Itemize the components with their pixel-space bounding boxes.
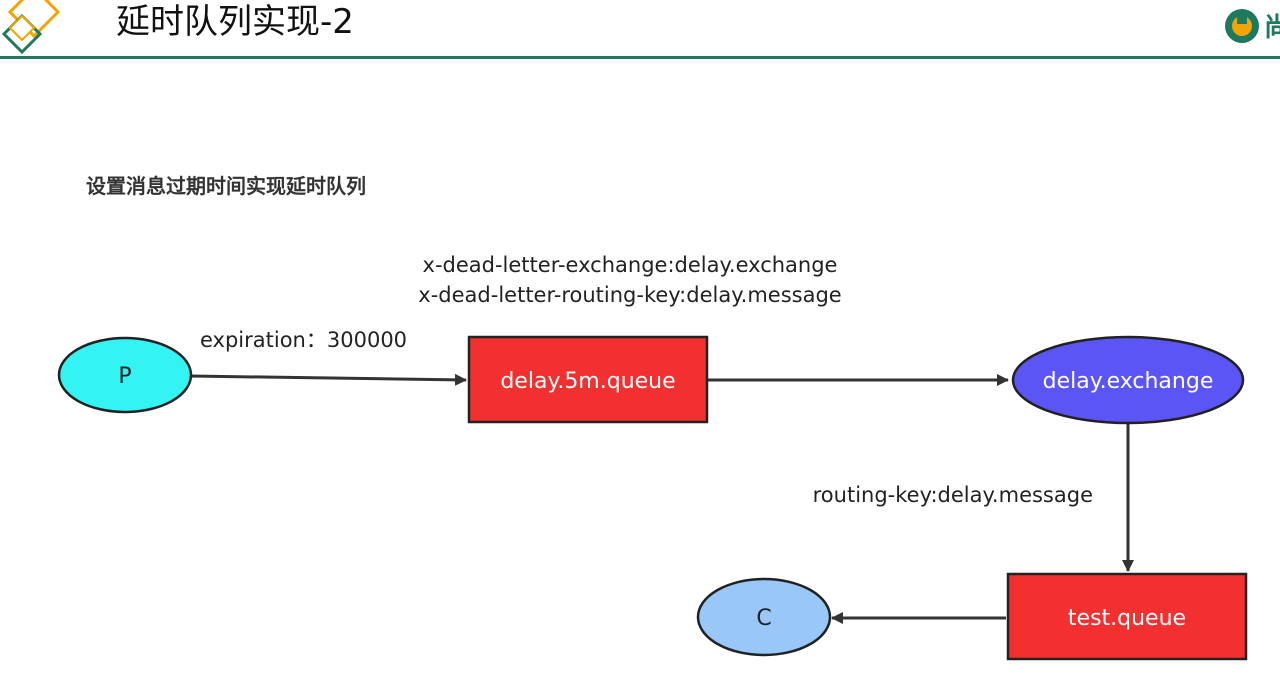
test-queue-label: test.queue: [1068, 606, 1186, 631]
diagram-title: 设置消息过期时间实现延时队列: [86, 174, 366, 198]
expiration-edge-label: expiration：300000: [200, 328, 407, 352]
dead-letter-routing-key-label: x-dead-letter-routing-key:delay.message: [418, 283, 841, 307]
dead-letter-exchange-label: x-dead-letter-exchange:delay.exchange: [423, 253, 838, 277]
consumer-label: C: [756, 606, 771, 631]
brand-logo-icon: 尚: [1225, 9, 1280, 43]
routing-key-edge-label: routing-key:delay.message: [813, 483, 1093, 507]
producer-label: P: [118, 364, 131, 389]
header-divider: [0, 56, 1280, 59]
delay-queue-node: [467, 335, 709, 424]
consumer-node: [696, 577, 832, 657]
delay-exchange-node: [1011, 335, 1245, 425]
producer-node: [57, 336, 193, 414]
page-title: 延时队列实现-2: [116, 2, 354, 42]
header-diamond-logo: [1, 0, 61, 55]
delay-exchange-label: delay.exchange: [1043, 369, 1214, 394]
test-queue-node: [1006, 572, 1248, 661]
edge-producer-to-queue: [189, 373, 467, 386]
delay-queue-label: delay.5m.queue: [500, 369, 675, 394]
svg-text:尚: 尚: [1264, 13, 1280, 43]
